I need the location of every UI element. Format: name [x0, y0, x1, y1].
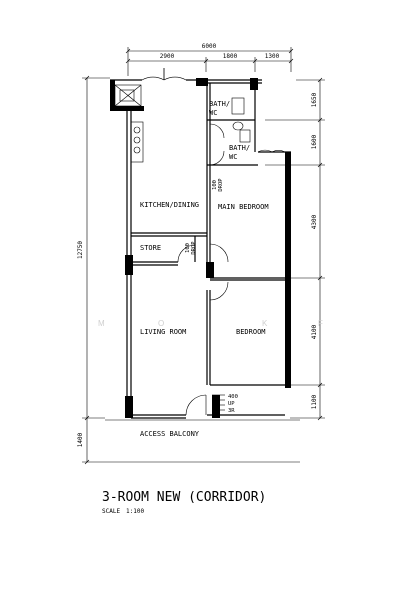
plan-title: 3-ROOM NEW (CORRIDOR)	[102, 490, 266, 505]
label-bedroom: BEDROOM	[236, 328, 266, 336]
scale-value: 1:100	[126, 508, 144, 515]
label-bath-wc-2: BATH/	[229, 144, 250, 152]
walls	[105, 78, 300, 421]
label-living-room: LIVING ROOM	[140, 328, 186, 336]
dim-top-3: 1300	[265, 53, 280, 60]
note-drop-1b: DROP	[218, 178, 224, 192]
label-bath-wc-1: BATH/	[209, 100, 230, 108]
scale-label: SCALE	[102, 508, 120, 515]
note-step-1: 400	[228, 394, 238, 400]
dim-top-1: 2900	[160, 53, 175, 60]
label-access-balcony: ACCESS BALCONY	[140, 430, 200, 438]
label-bath-wc-2b: WC	[229, 153, 237, 161]
dim-top-total: 6000	[202, 43, 217, 50]
label-bath-wc-1b: WC	[209, 109, 217, 117]
note-step-2: UP	[228, 401, 235, 407]
right-dimensions: 1650 1600 4300 4100 1100	[265, 77, 325, 421]
label-store: STORE	[140, 244, 161, 252]
watermark-letter-2: O	[158, 319, 165, 328]
left-dimensions: 12750 1400	[77, 75, 300, 465]
dim-left-balcony: 1400	[77, 432, 84, 447]
dim-right-4: 4100	[311, 324, 318, 339]
note-drop-2a: 100	[185, 243, 191, 253]
note-drop-1a: 100	[212, 180, 218, 190]
watermark-letter-3: K	[262, 319, 268, 328]
note-drop-2b: DROP	[191, 241, 197, 255]
note-step-3: 3R	[228, 408, 235, 414]
watermark-letter-1: M	[98, 319, 106, 328]
dim-right-3: 4300	[311, 214, 318, 229]
top-dimensions: 6000 2900 1800 1300	[125, 43, 294, 76]
doors	[141, 68, 286, 416]
dim-left-total: 12750	[77, 241, 84, 259]
dim-right-2: 1600	[311, 134, 318, 149]
dim-right-5: 1100	[311, 394, 318, 409]
dim-right-1: 1650	[311, 92, 318, 107]
watermark-letter-4: F	[318, 319, 324, 328]
label-main-bedroom: MAIN BEDROOM	[218, 203, 269, 211]
dim-top-2: 1800	[223, 53, 238, 60]
label-kitchen-dining: KITCHEN/DINING	[140, 201, 199, 209]
